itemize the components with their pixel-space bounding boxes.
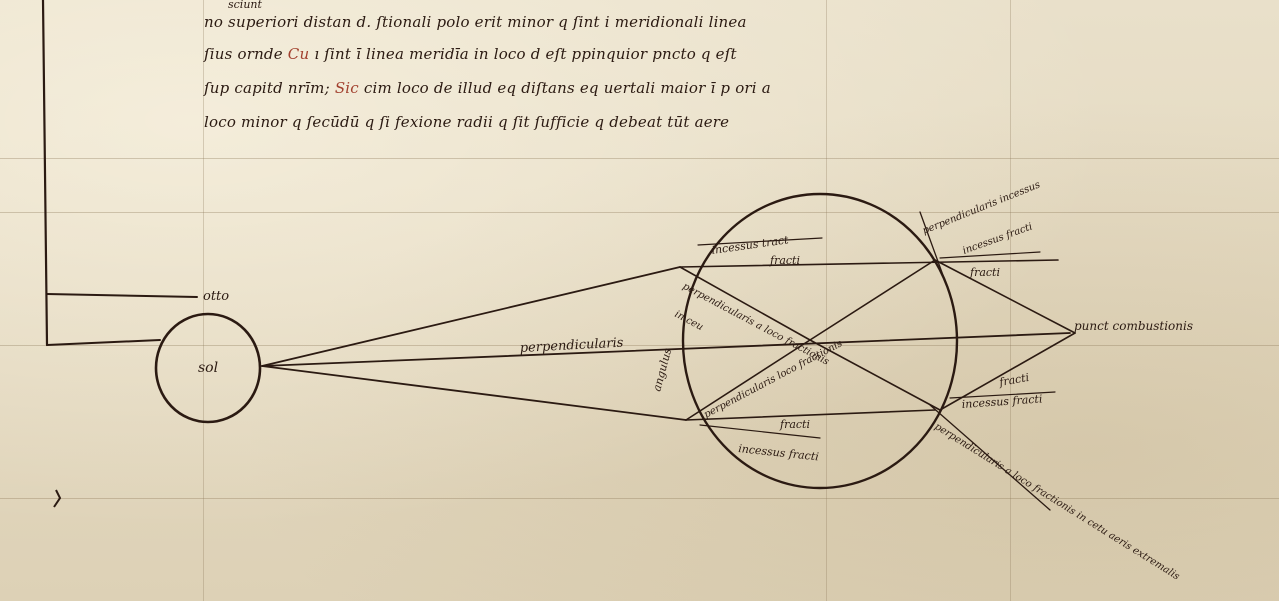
text-line-3: ſup capitd nrīm; Sic cim loco de illud e… [204, 78, 771, 98]
ruling-line [0, 498, 1279, 499]
label-fracti-bottom: fracti [779, 418, 810, 431]
ray-lower [261, 365, 687, 421]
interlinear-note: sciunt [228, 0, 262, 11]
ray-upper [261, 266, 681, 367]
ruling-line [203, 0, 204, 601]
label-angulus: angulus [650, 347, 674, 393]
perpendicular-tick-top [919, 211, 953, 301]
label-rule [697, 237, 823, 246]
bracket-vertical-line [41, 0, 49, 347]
ruling-line [0, 158, 1279, 159]
label-rule [699, 424, 821, 439]
ruling-line [0, 345, 1279, 346]
earth-sphere-circle [681, 192, 959, 490]
label-rule [939, 251, 1041, 259]
label-rule [949, 391, 1056, 399]
incident-line-top [679, 259, 1059, 268]
label-perp-center: perpendicularis loco fractionis [702, 338, 844, 420]
text-line-3-end: cim loco de illud eq diſtans eq uertali … [363, 79, 771, 97]
text-line-1: no superiori distan d. ſtionali polo eri… [204, 12, 747, 32]
text-line-4-text: loco minor q ſecūdū q ſi fexione radii q… [204, 113, 730, 131]
label-incessus-fracti-right-lower: incessus fracti [961, 392, 1042, 411]
refracted-line-upper [679, 266, 811, 341]
bracket-sol-line [46, 339, 161, 346]
label-perpendicularis: perpendicularis [519, 336, 624, 356]
ruling-line [1010, 0, 1011, 601]
text-line-3-start: ſup capitd nrīm; [204, 79, 330, 97]
rubric-initial: Cu [287, 45, 310, 63]
ruling-line [0, 212, 1279, 213]
text-line-4: loco minor q ſecūdū q ſi fexione radii q… [204, 112, 729, 132]
label-incessus-fracti-bottom: incessus fracti [738, 442, 820, 463]
text-line-2-start: ſius ornde [204, 45, 283, 63]
perpendicular-tick-bottom [929, 404, 1051, 511]
sun-circle [154, 312, 262, 424]
label-perp-a-loco-right: perpendicularis a loco fractionis in cet… [932, 421, 1181, 582]
label-fracti-right: fracti [969, 266, 1000, 279]
bracket-otto-line [46, 293, 198, 298]
refracted-line-lower [685, 339, 811, 421]
text-line-1-text: no superiori distan d. ſtionali polo eri… [204, 13, 747, 31]
ruling-line [826, 0, 827, 601]
ray-middle [261, 332, 1071, 367]
text-line-2-end: ı ſint ī linea meridīa in loco d eſt ppi… [314, 45, 737, 63]
refracted-line-to-top [809, 259, 936, 341]
label-in-ceu: in ceu [673, 309, 705, 333]
incident-line-bottom [685, 409, 936, 421]
rubric-initial: Sic [334, 79, 359, 97]
label-fracti-right-lower: fracti [997, 371, 1030, 389]
convergent-line-top [934, 259, 1076, 334]
label-otto: otto [203, 289, 229, 304]
text-line-2: ſius ornde Cu ı ſint ī linea meridīa in … [204, 44, 737, 64]
refracted-line-to-bottom [809, 339, 941, 411]
label-incessus-tract-right: incessus fracti [961, 221, 1034, 256]
margin-mark [53, 489, 62, 508]
label-sol: sol [198, 360, 218, 376]
label-fracti-top: fracti [769, 254, 800, 267]
label-punctus-combustionis: punct combustionis [1074, 319, 1193, 333]
